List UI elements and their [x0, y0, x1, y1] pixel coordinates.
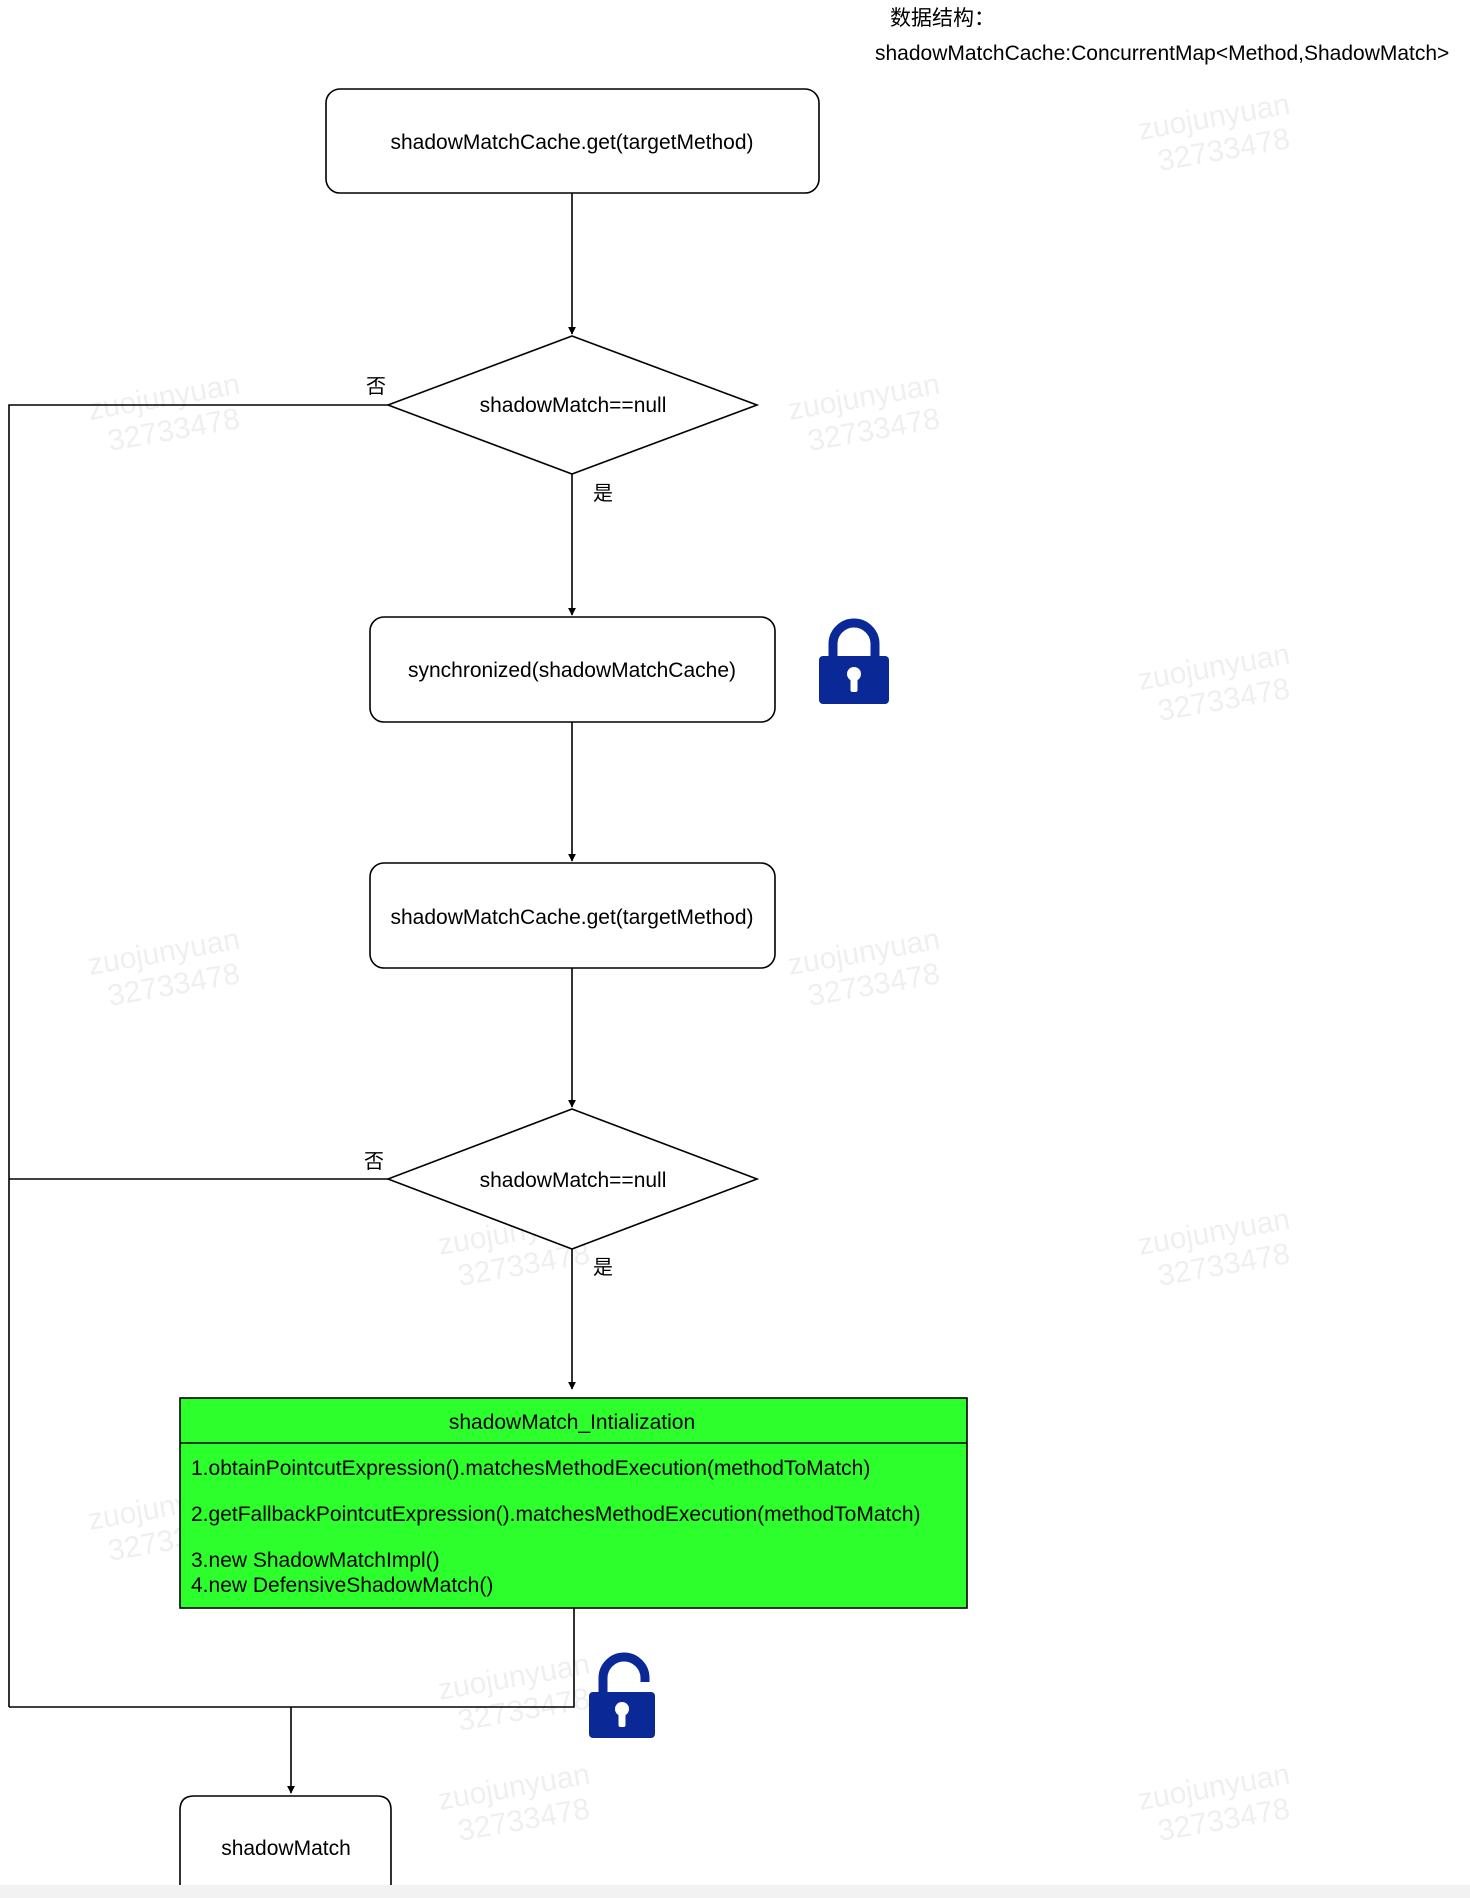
init-step-3: 3.new ShadowMatchImpl() [191, 1549, 440, 1572]
get-node-1-label: shadowMatchCache.get(targetMethod) [390, 131, 753, 154]
edge-init-merge [9, 1608, 575, 1708]
init-block-bg [179, 1397, 968, 1609]
get-node-2-label: shadowMatchCache.get(targetMethod) [390, 906, 753, 929]
edge-decision1-no [8, 404, 388, 1707]
init-block-title: shadowMatch_Intialization [449, 1411, 695, 1434]
bottom-fade [0, 1885, 1470, 1898]
data-structure-heading: 数据结构： [890, 7, 995, 30]
decision-2-no-label: 否 [364, 1151, 384, 1173]
init-step-1: 1.obtainPointcutExpression().matchesMeth… [191, 1457, 870, 1480]
result-node-label: shadowMatch [221, 1837, 351, 1860]
decision-node-1-label: shadowMatch==null [480, 394, 667, 417]
decision-node-2-label: shadowMatch==null [480, 1169, 667, 1192]
init-step-2: 2.getFallbackPointcutExpression().matche… [191, 1503, 921, 1526]
sync-node-label: synchronized(shadowMatchCache) [408, 659, 736, 682]
data-structure-definition: shadowMatchCache:ConcurrentMap<Method,Sh… [875, 42, 1449, 65]
decision-1-yes-label: 是 [593, 483, 613, 505]
init-block[interactable]: shadowMatch_Intialization 1.obtainPointc… [179, 1397, 968, 1609]
result-node[interactable] [179, 1795, 392, 1898]
init-step-4: 4.new DefensiveShadowMatch() [191, 1574, 493, 1597]
lock-icon [819, 618, 889, 704]
unlock-icon [589, 1652, 655, 1738]
decision-2-yes-label: 是 [593, 1257, 613, 1279]
decision-1-no-label: 否 [366, 376, 386, 398]
